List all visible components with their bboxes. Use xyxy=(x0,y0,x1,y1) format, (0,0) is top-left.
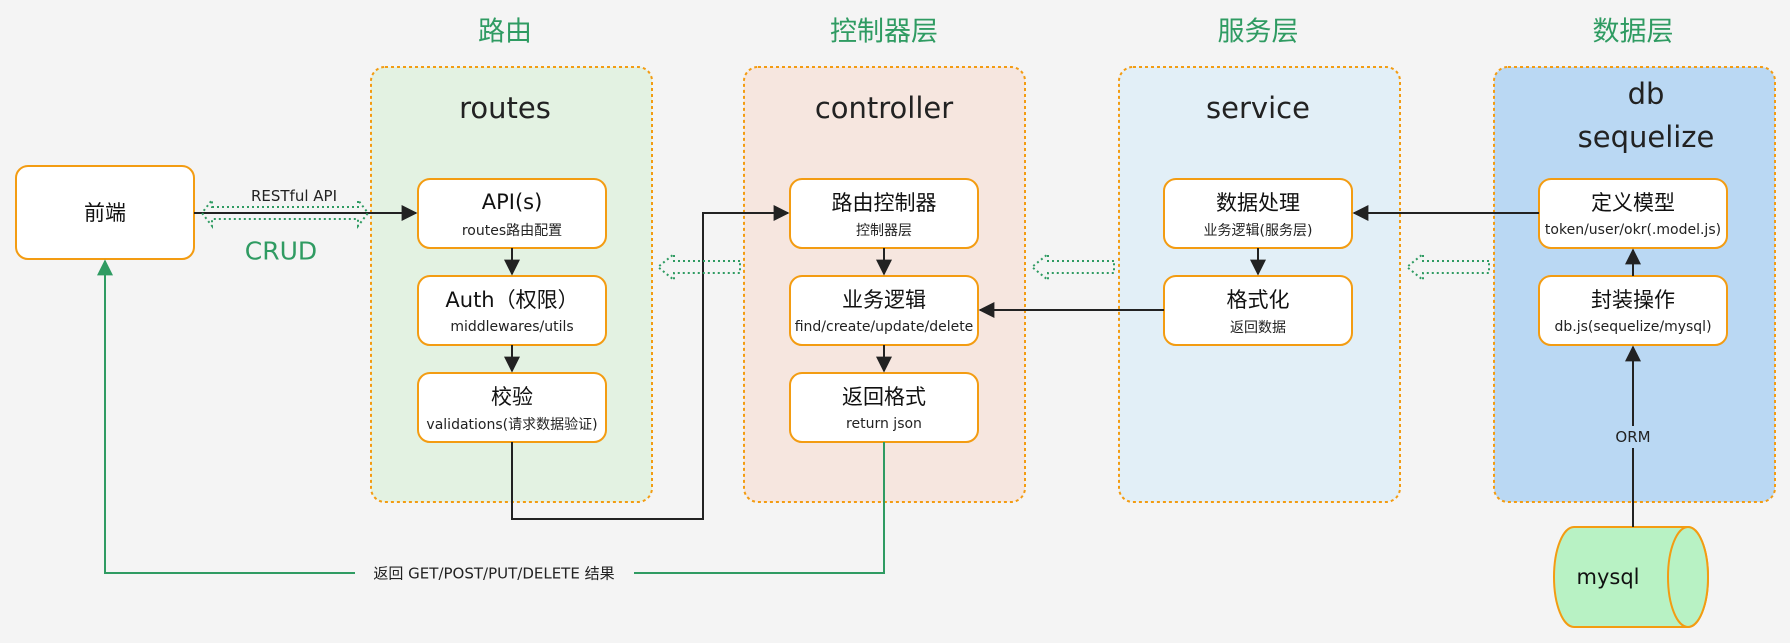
routes-validation-sub: validations(请求数据验证) xyxy=(426,417,598,433)
routes-auth-main: Auth（权限） xyxy=(445,288,579,312)
return-result-path-right xyxy=(634,442,885,574)
db-ops-main: 封装操作 xyxy=(1591,288,1675,312)
controller-router-main: 路由控制器 xyxy=(831,191,937,215)
routes-auth-sub: middlewares/utils xyxy=(450,319,574,335)
db-model-main: 定义模型 xyxy=(1591,191,1675,215)
db-ops-sub: db.js(sequelize/mysql) xyxy=(1554,319,1712,335)
routes-panel-title: routes xyxy=(459,91,551,125)
crud-label: CRUD xyxy=(244,236,318,266)
controller-router-sub: 控制器层 xyxy=(856,223,912,239)
header-routes: 路由 xyxy=(478,16,532,48)
controller-logic-main: 业务逻辑 xyxy=(842,288,926,312)
routes-api-main: API(s) xyxy=(481,190,543,214)
flow-arrow-db-to-service xyxy=(1405,251,1490,283)
orm-label: ORM xyxy=(1611,426,1655,448)
return-result-label: 返回 GET/POST/PUT/DELETE 结果 xyxy=(367,562,621,584)
header-data: 数据层 xyxy=(1592,16,1674,48)
header-service: 服务层 xyxy=(1217,16,1299,48)
service-format-main: 格式化 xyxy=(1226,288,1290,312)
controller-panel-title: controller xyxy=(814,91,954,125)
service-format-sub: 返回数据 xyxy=(1230,320,1286,336)
mysql-label: mysql xyxy=(1576,565,1640,589)
routes-api-sub: routes路由配置 xyxy=(461,223,563,239)
controller-logic-sub: find/create/update/delete xyxy=(794,319,974,335)
controller-return-main: 返回格式 xyxy=(842,385,926,409)
service-process-sub: 业务逻辑(服务层) xyxy=(1203,223,1313,239)
service-process-main: 数据处理 xyxy=(1216,191,1300,215)
db-model-sub: token/user/okr(.model.js) xyxy=(1544,222,1722,238)
header-controller: 控制器层 xyxy=(830,16,938,48)
flow-arrow-service-to-controller xyxy=(1030,251,1115,283)
routes-validation-main: 校验 xyxy=(491,385,533,409)
crud-double-arrow xyxy=(200,197,370,229)
flow-arrow-controller-to-routes xyxy=(656,251,741,283)
service-panel-title: service xyxy=(1206,91,1310,125)
return-result-path-left xyxy=(97,259,355,574)
controller-return-sub: return json xyxy=(846,416,922,432)
restful-api-label: RESTful API xyxy=(250,187,338,205)
mysql-cylinder xyxy=(1553,526,1709,628)
frontend-label: 前端 xyxy=(84,201,126,225)
db-panel-title-line1: db xyxy=(1627,77,1665,111)
db-panel-title-line2: sequelize xyxy=(1577,120,1715,154)
arrow-validation-to-router xyxy=(511,205,790,520)
